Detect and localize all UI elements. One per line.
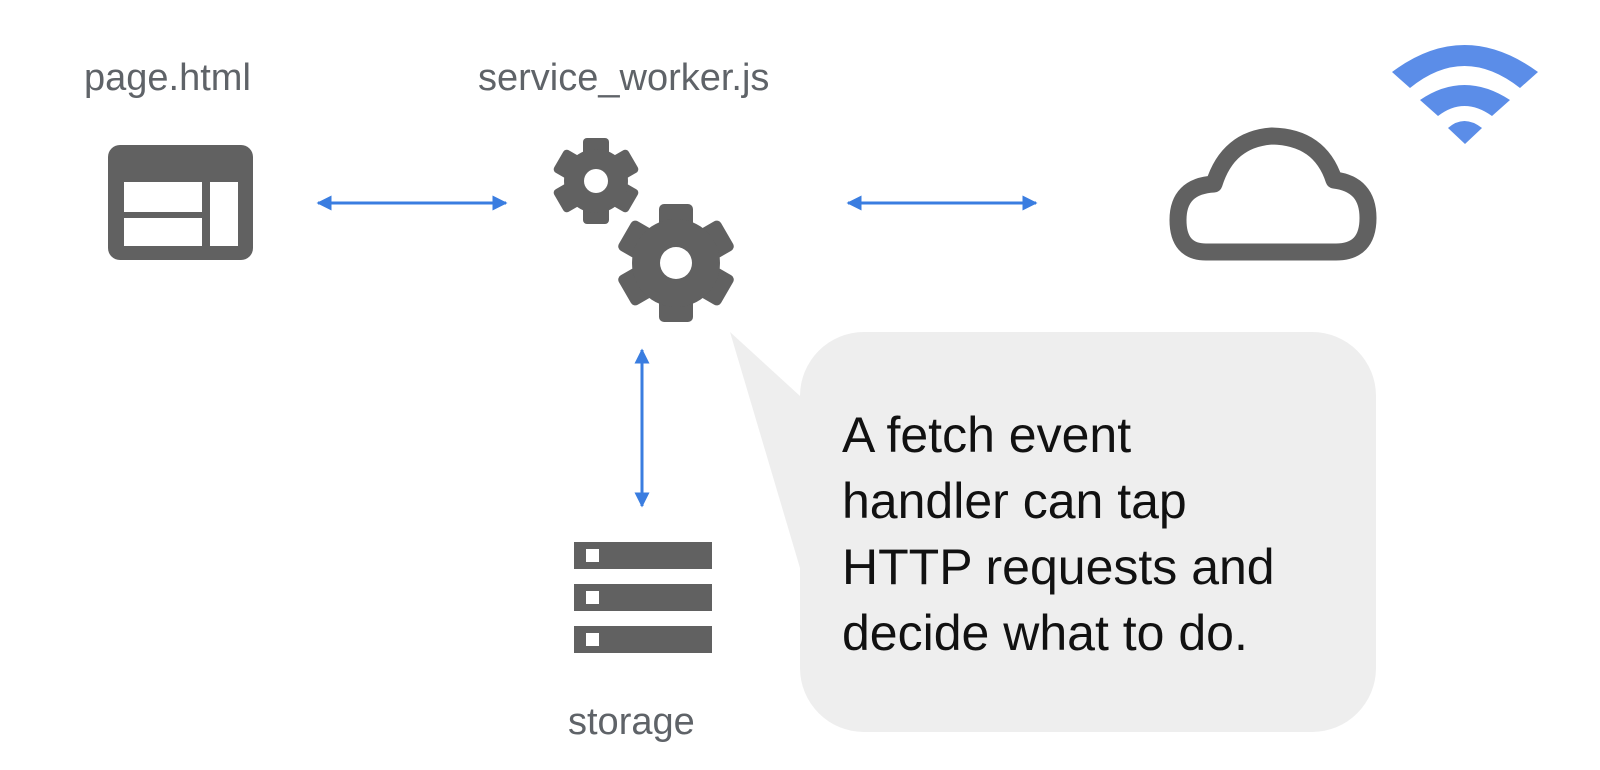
gears-icon: [553, 138, 734, 322]
callout-line-4: decide what to do.: [842, 605, 1248, 661]
service-worker-label: service_worker.js: [478, 57, 770, 99]
callout-text: A fetch event handler can tap HTTP reque…: [842, 402, 1342, 666]
large-gear-icon: [618, 204, 734, 322]
wifi-icon: [1392, 45, 1538, 144]
database-stack-icon: [574, 542, 712, 653]
browser-window-icon: [108, 145, 253, 260]
small-gear-icon: [553, 138, 639, 224]
callout-line-1: A fetch event: [842, 407, 1132, 463]
callout-line-3: HTTP requests and: [842, 539, 1275, 595]
page-html-label: page.html: [84, 57, 251, 99]
callout-line-2: handler can tap: [842, 473, 1187, 529]
callout-bubble: [730, 332, 1376, 732]
cloud-icon: [1169, 127, 1377, 261]
storage-label: storage: [568, 701, 695, 743]
